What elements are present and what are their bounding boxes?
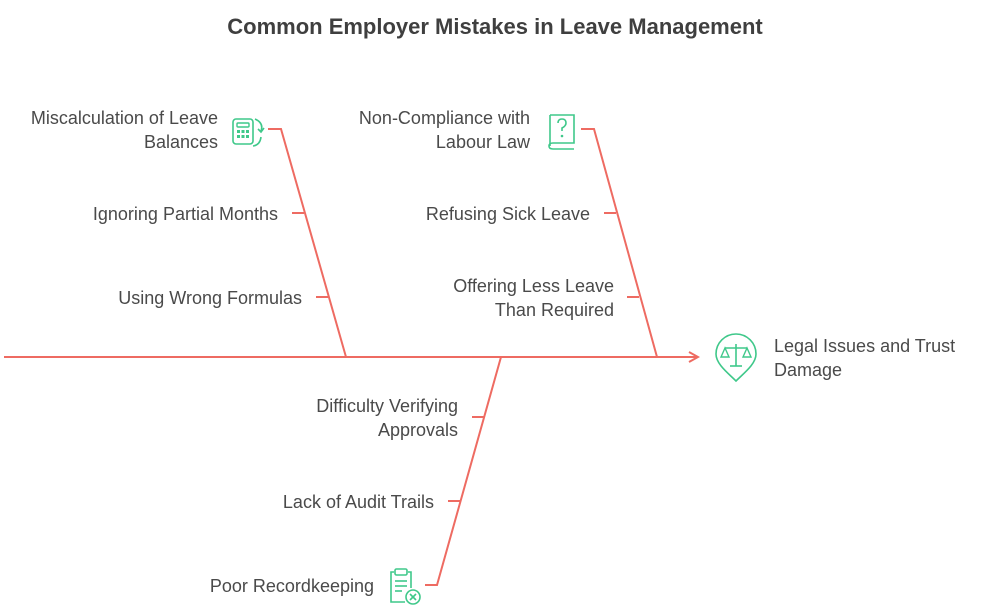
cause-using-wrong-formulas: Using Wrong Formulas [118, 288, 302, 308]
diagram-title: Common Employer Mistakes in Leave Manage… [227, 14, 763, 39]
scales-pin-icon [715, 333, 757, 383]
cause-refusing-sick-leave: Refusing Sick Leave [425, 204, 590, 224]
cause-ignoring-partial-months: Ignoring Partial Months [92, 204, 278, 224]
bone-poor-recordkeeping [425, 356, 502, 586]
clipboard-x-icon [390, 568, 421, 605]
cause-lack-of-audit-trails: Lack of Audit Trails [282, 492, 434, 512]
effect-label: Legal Issues and Trust Damage [774, 336, 956, 380]
category-poor-recordkeeping: Poor Recordkeeping [209, 576, 374, 596]
cause-offering-less-leave: Offering Less Leave Than Required [453, 276, 614, 320]
category-miscalculation: Miscalculation of Leave Balances [30, 108, 218, 152]
category-non-compliance: Non-Compliance with Labour Law [358, 108, 530, 152]
calculator-icon [232, 118, 265, 147]
question-book-icon [548, 114, 575, 150]
bone-miscalculation [268, 128, 347, 358]
bone-non-compliance [581, 128, 658, 358]
cause-difficulty-verifying: Difficulty Verifying Approvals [316, 396, 458, 440]
